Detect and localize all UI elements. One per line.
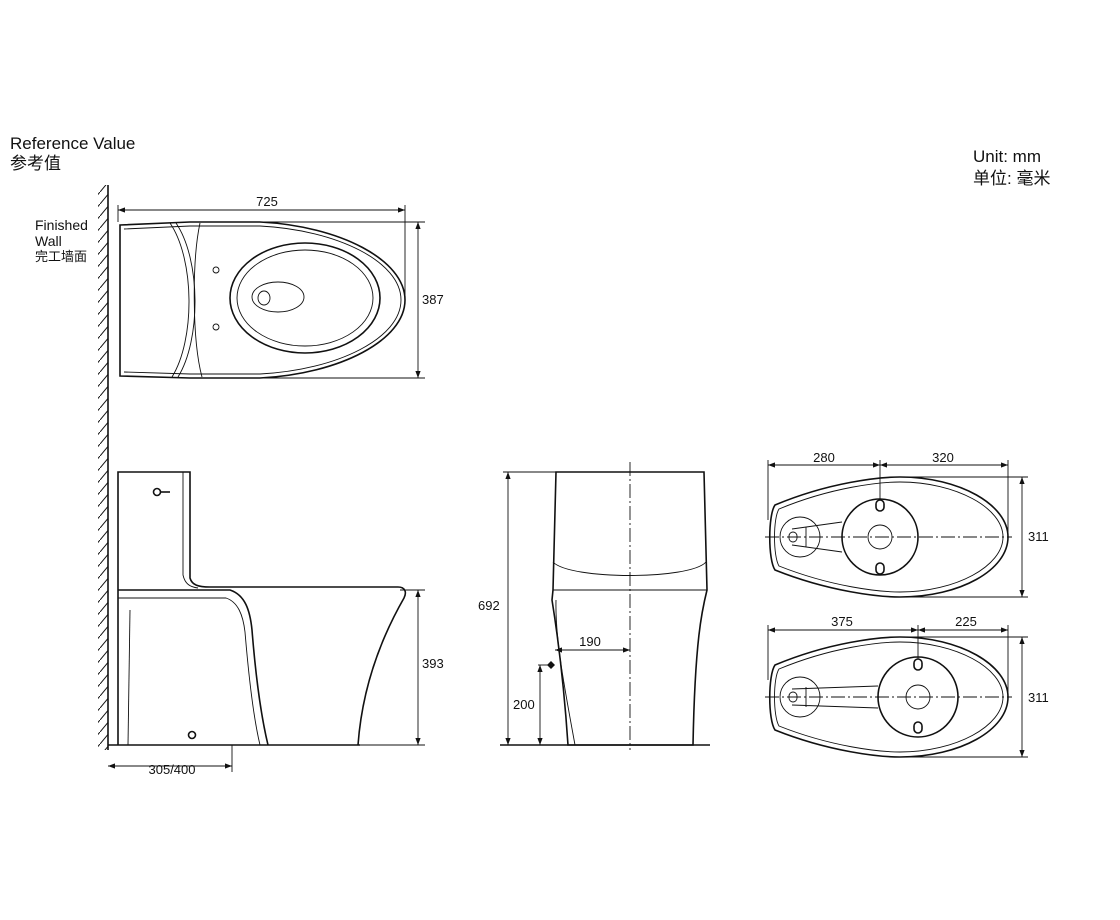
dim-225: 225 bbox=[955, 614, 977, 629]
dim-inlet-height: 200 bbox=[513, 661, 555, 745]
dim-375: 375 bbox=[831, 614, 853, 629]
dim-seat-height: 393 bbox=[360, 589, 444, 746]
wall-label-zh: 完工墙面 bbox=[35, 249, 88, 264]
dim-190: 190 bbox=[579, 634, 601, 649]
dim-305-400: 305/400 bbox=[149, 762, 196, 777]
finished-wall bbox=[98, 185, 109, 750]
dim-311-b: 311 bbox=[1028, 690, 1049, 705]
dim-bottom-1: 280 320 311 bbox=[767, 450, 1049, 598]
title-zh: 参考值 bbox=[10, 154, 61, 173]
bottom-view-2 bbox=[765, 636, 1012, 758]
dim-total-height: 692 bbox=[478, 471, 556, 745]
unit-zh: 单位: 毫米 bbox=[973, 169, 1051, 188]
dim-rough-in: 305/400 bbox=[108, 745, 233, 777]
dim-311-a: 311 bbox=[1028, 529, 1049, 544]
front-view bbox=[500, 462, 710, 750]
dim-393: 393 bbox=[422, 656, 444, 671]
dim-top-width: 387 bbox=[260, 221, 444, 379]
top-view bbox=[119, 221, 406, 379]
dim-top-length: 725 bbox=[117, 194, 406, 300]
bottom-view-1 bbox=[765, 476, 1012, 598]
dim-bottom-2: 375 225 311 bbox=[767, 614, 1049, 758]
wall-label-line1: Finished bbox=[35, 217, 88, 233]
dim-inlet-offset: 190 bbox=[555, 634, 630, 653]
dim-280: 280 bbox=[813, 450, 835, 465]
unit-en: Unit: mm bbox=[973, 147, 1041, 166]
dim-387: 387 bbox=[422, 292, 444, 307]
dim-725: 725 bbox=[256, 194, 278, 209]
dim-200: 200 bbox=[513, 697, 535, 712]
side-view bbox=[108, 471, 407, 746]
title-en: Reference Value bbox=[10, 134, 136, 153]
wall-label-line2: Wall bbox=[35, 233, 62, 249]
dim-320: 320 bbox=[932, 450, 954, 465]
dim-692: 692 bbox=[478, 598, 500, 613]
